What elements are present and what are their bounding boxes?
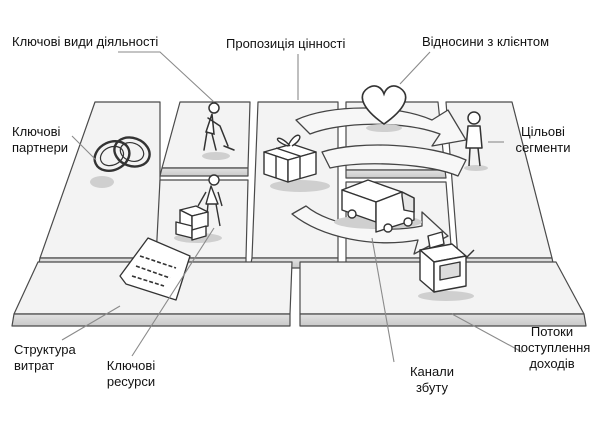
- label-customer-segments-line-1: Цільові: [521, 124, 565, 139]
- callout-channels: [371, 237, 395, 363]
- label-customer-relationships: Відносини з клієнтом: [422, 34, 550, 49]
- worker-sweeping-icon: [202, 102, 235, 160]
- rings-icon: [90, 136, 151, 188]
- callout-revenue-streams: [451, 313, 523, 353]
- label-customer-segments-line-2: сегменти: [515, 140, 571, 155]
- label-channels-line-1: Канали: [409, 364, 455, 379]
- label-channels: Канали збуту: [402, 364, 462, 396]
- label-cost-structure-line-1: Структура: [14, 342, 76, 357]
- label-channels-line-2: збуту: [415, 380, 449, 395]
- callout-customer-relationships: [399, 51, 431, 85]
- label-cost-structure-line-2: витрат: [14, 358, 55, 373]
- label-revenue-streams-line-2: поступлення: [513, 340, 591, 355]
- label-revenue-streams: Потоки поступлення доходів: [506, 324, 598, 372]
- label-value-proposition: Пропозиція цінності: [226, 36, 346, 51]
- label-key-resources-line-2: ресурси: [106, 374, 156, 389]
- callout-key-activities: [118, 51, 215, 103]
- callout-key-resources: [131, 227, 215, 357]
- truck-icon: [334, 179, 422, 233]
- worker-boxes-icon: [174, 174, 223, 243]
- label-key-partners-line-1: Ключові: [12, 124, 61, 139]
- heart-icon: [361, 85, 407, 132]
- label-key-partners: Ключові партнери: [12, 124, 68, 156]
- callout-lines: [61, 51, 523, 363]
- person-icon: [464, 111, 488, 171]
- panel-key-activities: [159, 101, 251, 177]
- value-flow-arrows: [291, 107, 467, 255]
- receipt-icon: [119, 237, 191, 301]
- callout-key-partners: [71, 135, 97, 161]
- label-revenue-streams-line-3: доходів: [529, 356, 575, 371]
- label-key-resources-line-1: Ключові: [106, 358, 156, 373]
- label-key-partners-line-2: партнери: [12, 140, 69, 155]
- label-cost-structure: Структура витрат: [14, 342, 76, 374]
- label-key-activities: Ключові види діяльності: [12, 34, 159, 49]
- label-customer-segments: Цільові сегменти: [508, 124, 578, 156]
- callout-cost-structure: [61, 305, 121, 341]
- cash-register-icon: [418, 231, 475, 301]
- gift-box-icon: [263, 134, 330, 192]
- label-revenue-streams-line-1: Потоки: [530, 324, 574, 339]
- label-key-resources: Ключові ресурси: [96, 358, 166, 390]
